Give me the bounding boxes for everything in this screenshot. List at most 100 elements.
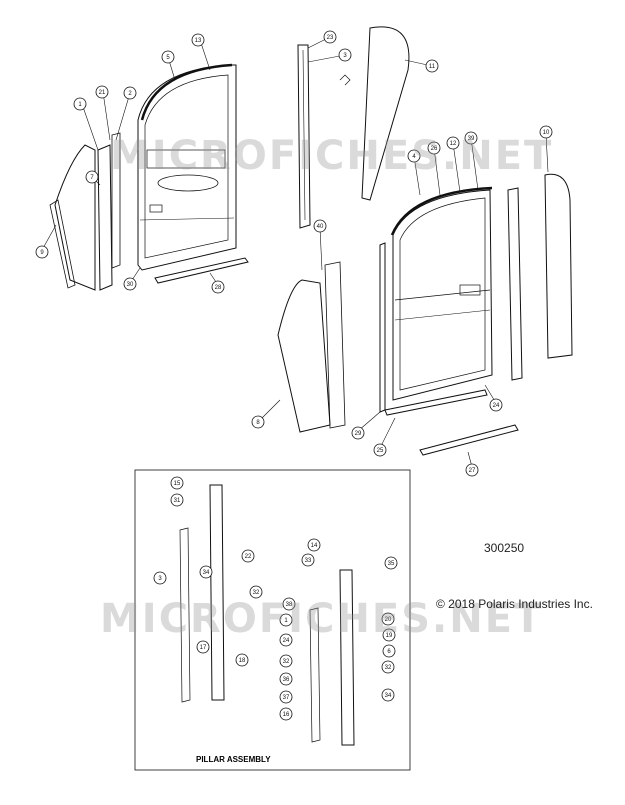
- callout-label: 33: [305, 558, 312, 564]
- callout: [73, 97, 87, 111]
- callout: [489, 398, 503, 412]
- callout-label: 10: [543, 130, 550, 136]
- callout-label: 32: [385, 665, 392, 671]
- right-door-bottom-sill: [384, 389, 488, 416]
- callout-label: 35: [388, 561, 395, 567]
- callout-label: 30: [127, 282, 134, 288]
- callout-label: 4: [412, 154, 416, 160]
- left-door-frame: [137, 64, 237, 271]
- center-pillar: [297, 44, 311, 229]
- callout: [427, 141, 441, 155]
- callout-label: 38: [286, 602, 293, 608]
- callout: [123, 277, 137, 291]
- callout: [465, 463, 479, 477]
- callout-label: 39: [468, 136, 475, 142]
- callout: [539, 125, 553, 139]
- callout: [123, 86, 137, 100]
- callout: [35, 245, 49, 259]
- callout-label: 6: [387, 649, 391, 655]
- inset-frame: [134, 469, 411, 771]
- callout-label: 13: [195, 38, 202, 44]
- inset-title: PILLAR ASSEMBLY: [196, 755, 271, 764]
- callout-label: 15: [174, 481, 181, 487]
- callout-label: 37: [283, 695, 290, 701]
- callout-label: 34: [385, 693, 392, 699]
- callout-label: 25: [377, 448, 384, 454]
- callout: [249, 585, 263, 599]
- callout: [381, 612, 395, 626]
- callout-label: 31: [174, 498, 181, 504]
- left-door-glass-seal: [140, 63, 233, 121]
- left-side-curtain: [49, 144, 96, 291]
- copyright-notice: © 2018 Polaris Industries Inc.: [436, 597, 593, 611]
- callout: [446, 136, 460, 150]
- callout: [381, 688, 395, 702]
- callout-label: 24: [493, 403, 500, 409]
- callout: [85, 170, 99, 184]
- callouts-inset: [153, 476, 398, 721]
- callout-label: 40: [317, 224, 324, 230]
- callout: [279, 633, 293, 647]
- inset-left-pillar: [179, 484, 225, 703]
- callout: [407, 149, 421, 163]
- callout: [382, 644, 396, 658]
- callout: [279, 672, 293, 686]
- callout: [338, 48, 352, 62]
- callout-label: 18: [239, 658, 246, 664]
- callout: [170, 493, 184, 507]
- right-lower-rail: [419, 424, 519, 456]
- callout-label: 12: [450, 141, 457, 147]
- callout: [170, 476, 184, 490]
- callout-label: 22: [245, 554, 252, 560]
- right-side-curtain: [277, 261, 346, 433]
- right-door-glass-seal: [390, 186, 493, 236]
- callout-labels-inset: 15 31 22 34 32 3 17 18 14 33 35 38 20 1 …: [158, 481, 395, 718]
- callout: [279, 707, 293, 721]
- callout: [282, 597, 296, 611]
- right-door-frame: [392, 189, 493, 401]
- callout-label: 29: [355, 431, 362, 437]
- callouts-upper: [35, 30, 553, 477]
- right-door-front-strip: [379, 242, 386, 413]
- callout: [251, 415, 265, 429]
- callout: [161, 50, 175, 64]
- callout-label: 24: [283, 638, 290, 644]
- callout-label: 28: [215, 285, 222, 291]
- callout-label: 19: [386, 633, 393, 639]
- callout-label: 5: [166, 55, 170, 61]
- left-door-sill-strip: [154, 257, 249, 284]
- callout-label: 36: [283, 677, 290, 683]
- callout: [464, 131, 478, 145]
- callout: [153, 571, 167, 585]
- callout: [425, 59, 439, 73]
- callout-label: 8: [256, 420, 260, 426]
- callout: [191, 33, 205, 47]
- callout: [235, 653, 249, 667]
- center-curved-panel: [361, 26, 410, 201]
- callout: [199, 565, 213, 579]
- callout-label: 14: [311, 543, 318, 549]
- callout: [301, 553, 315, 567]
- callout-label: 20: [385, 617, 392, 623]
- callout: [323, 30, 337, 44]
- callout: [279, 690, 293, 704]
- leader-lines: [41, 36, 549, 468]
- callout-label: 3: [158, 576, 162, 582]
- callout-label: 17: [200, 645, 207, 651]
- inset-right-pillar: [309, 569, 355, 746]
- callout-label: 3: [343, 53, 347, 59]
- callout: [384, 556, 398, 570]
- callout-label: 1: [78, 102, 82, 108]
- callout-label: 32: [283, 659, 290, 665]
- callout: [279, 654, 293, 668]
- callout-label: 21: [99, 90, 106, 96]
- callout: [95, 85, 109, 99]
- callout: [211, 280, 225, 294]
- callout-labels-upper: 1 21 2 7 9 30 5 13 28 23 3 11 40 4 26 12…: [40, 35, 550, 474]
- callout-label: 9: [40, 250, 44, 256]
- callout-label: 16: [283, 712, 290, 718]
- figure-number: 300250: [484, 541, 525, 555]
- callout-label: 2: [128, 91, 132, 97]
- callout: [351, 426, 365, 440]
